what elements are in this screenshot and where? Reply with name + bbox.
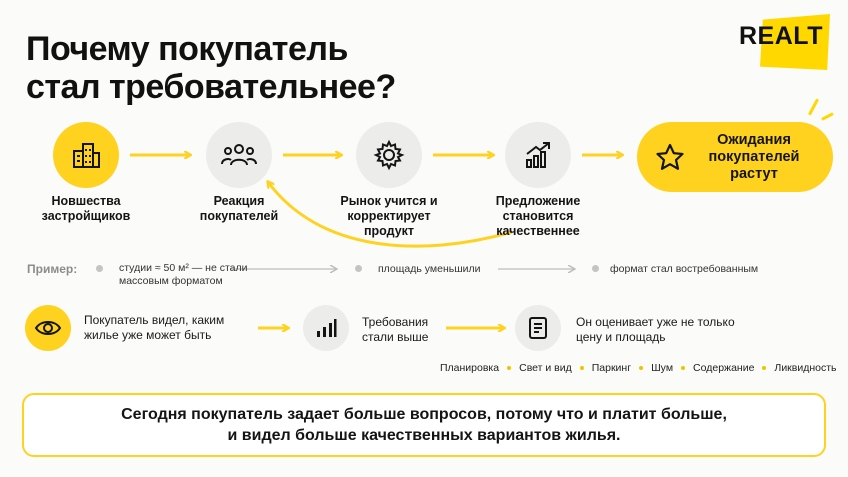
example-item-3: формат стал востребованным — [610, 263, 759, 275]
buildings-icon — [73, 143, 100, 168]
bars-icon — [317, 319, 337, 337]
buyer-saw — [25, 305, 71, 351]
step-developers — [53, 122, 119, 188]
factor-dot — [681, 366, 686, 370]
conclusion-box: Сегодня покупатель задает больше вопросо… — [22, 393, 826, 457]
factor-item: Паркинг — [591, 362, 632, 374]
step-reaction-label: Реакция покупателей — [199, 194, 279, 223]
factor-item: Содержание — [693, 362, 755, 374]
goal-expectations: Ожидания покупателей растут — [637, 122, 833, 192]
step-market — [356, 122, 422, 188]
star-icon — [656, 143, 684, 170]
factor-dot — [507, 366, 512, 370]
logo: REALT — [739, 22, 823, 50]
example-dot-1 — [96, 265, 103, 272]
page-title: Почему покупатель стал требовательнее? — [26, 30, 586, 106]
chart-up-icon — [526, 142, 550, 168]
example-dot-3 — [592, 265, 599, 272]
factor-dot — [762, 366, 767, 370]
example-dot-2 — [355, 265, 362, 272]
example-label: Пример: — [27, 262, 78, 276]
buyer-saw-text: Покупатель видел, каким жилье уже может … — [84, 313, 225, 342]
logo-badge — [760, 14, 830, 70]
gear-icon — [373, 139, 405, 171]
step-offer — [505, 122, 571, 188]
factor-item: Планировка — [440, 362, 500, 374]
people-icon — [221, 144, 257, 166]
example-item-1: студии ≈ 50 м² — не стали массовым форма… — [119, 262, 248, 287]
step-market-label: Рынок учится и корректирует продукт — [340, 194, 438, 238]
conclusion-text: Сегодня покупатель задает больше вопросо… — [121, 404, 727, 446]
document-icon — [529, 317, 547, 339]
factor-item: Шум — [651, 362, 674, 374]
buyer-evaluates — [515, 305, 561, 351]
factor-dot — [639, 366, 644, 370]
buyer-requirements — [303, 305, 349, 351]
step-developers-label: Новшества застройщиков — [41, 194, 131, 223]
return-arrow — [268, 182, 513, 248]
factor-item: Свет и вид — [519, 362, 572, 374]
goal-label: Ожидания покупателей растут — [708, 131, 800, 182]
buyer-evaluates-text: Он оценивает уже не только цену и площад… — [576, 315, 735, 344]
title-line-1: Почему покупатель — [26, 30, 348, 68]
buyer-requirements-text: Требования стали выше — [362, 315, 429, 344]
factor-dot — [579, 366, 584, 370]
title-line-2: стал требовательнее? — [26, 68, 396, 106]
conclusion-line-2: и видел больше качественных вариантов жи… — [227, 427, 621, 444]
factor-item: Ликвидность — [774, 362, 837, 374]
example-item-2: площадь уменьшили — [378, 263, 481, 275]
eye-icon — [34, 321, 62, 335]
conclusion-line-1: Сегодня покупатель задает больше вопросо… — [121, 406, 727, 423]
step-offer-label: Предложение становится качественнее — [495, 194, 581, 238]
step-reaction — [206, 122, 272, 188]
factor-list: Планировка Свет и вид Паркинг Шум Содерж… — [440, 362, 837, 374]
